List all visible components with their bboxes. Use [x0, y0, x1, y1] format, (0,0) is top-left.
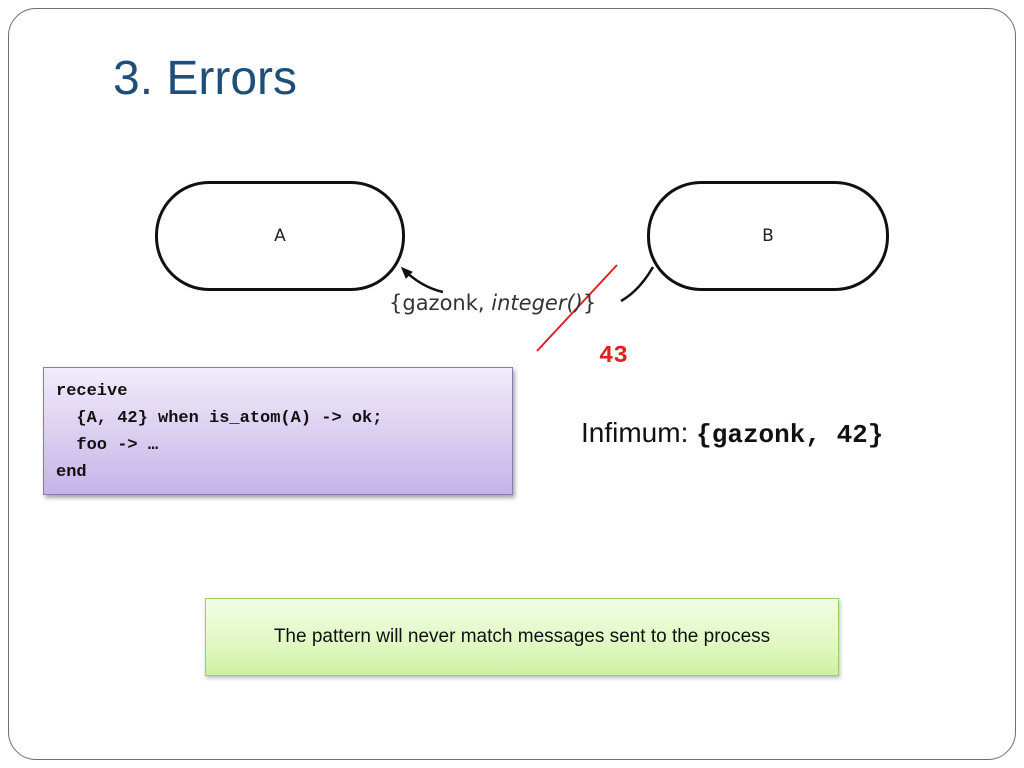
slide: 3. Errors A B {gazonk, integer()} 43 rec… — [8, 8, 1016, 760]
infimum-statement: Infimum: {gazonk, 42} — [581, 417, 883, 450]
infimum-value: {gazonk, 42} — [696, 420, 884, 450]
note-text: The pattern will never match messages se… — [273, 626, 771, 647]
message-arrow — [400, 266, 444, 294]
node-a-label: A — [274, 226, 286, 246]
slide-title: 3. Errors — [113, 52, 298, 105]
node-b-tail-line — [620, 266, 655, 303]
code-box: receive {A, 42} when is_atom(A) -> ok; f… — [43, 367, 513, 495]
code-line: {A, 42} when is_atom(A) -> ok; — [56, 409, 383, 428]
message-label: {gazonk, integer()} — [389, 291, 596, 315]
process-node-b: B — [647, 181, 889, 291]
node-b-label: B — [762, 226, 774, 246]
diagram-connectors — [400, 264, 655, 352]
code-line: receive — [56, 382, 128, 401]
code-line: foo -> … — [56, 436, 159, 455]
replacement-value: 43 — [599, 343, 628, 370]
message-type: integer() — [491, 291, 583, 315]
message-open: {gazonk, — [389, 291, 492, 315]
message-close: } — [582, 291, 597, 315]
infimum-label: Infimum: — [581, 417, 697, 448]
code-line: end — [56, 463, 87, 482]
strike-line — [536, 264, 618, 352]
process-node-a: A — [155, 181, 405, 291]
note-box: The pattern will never match messages se… — [205, 598, 839, 676]
